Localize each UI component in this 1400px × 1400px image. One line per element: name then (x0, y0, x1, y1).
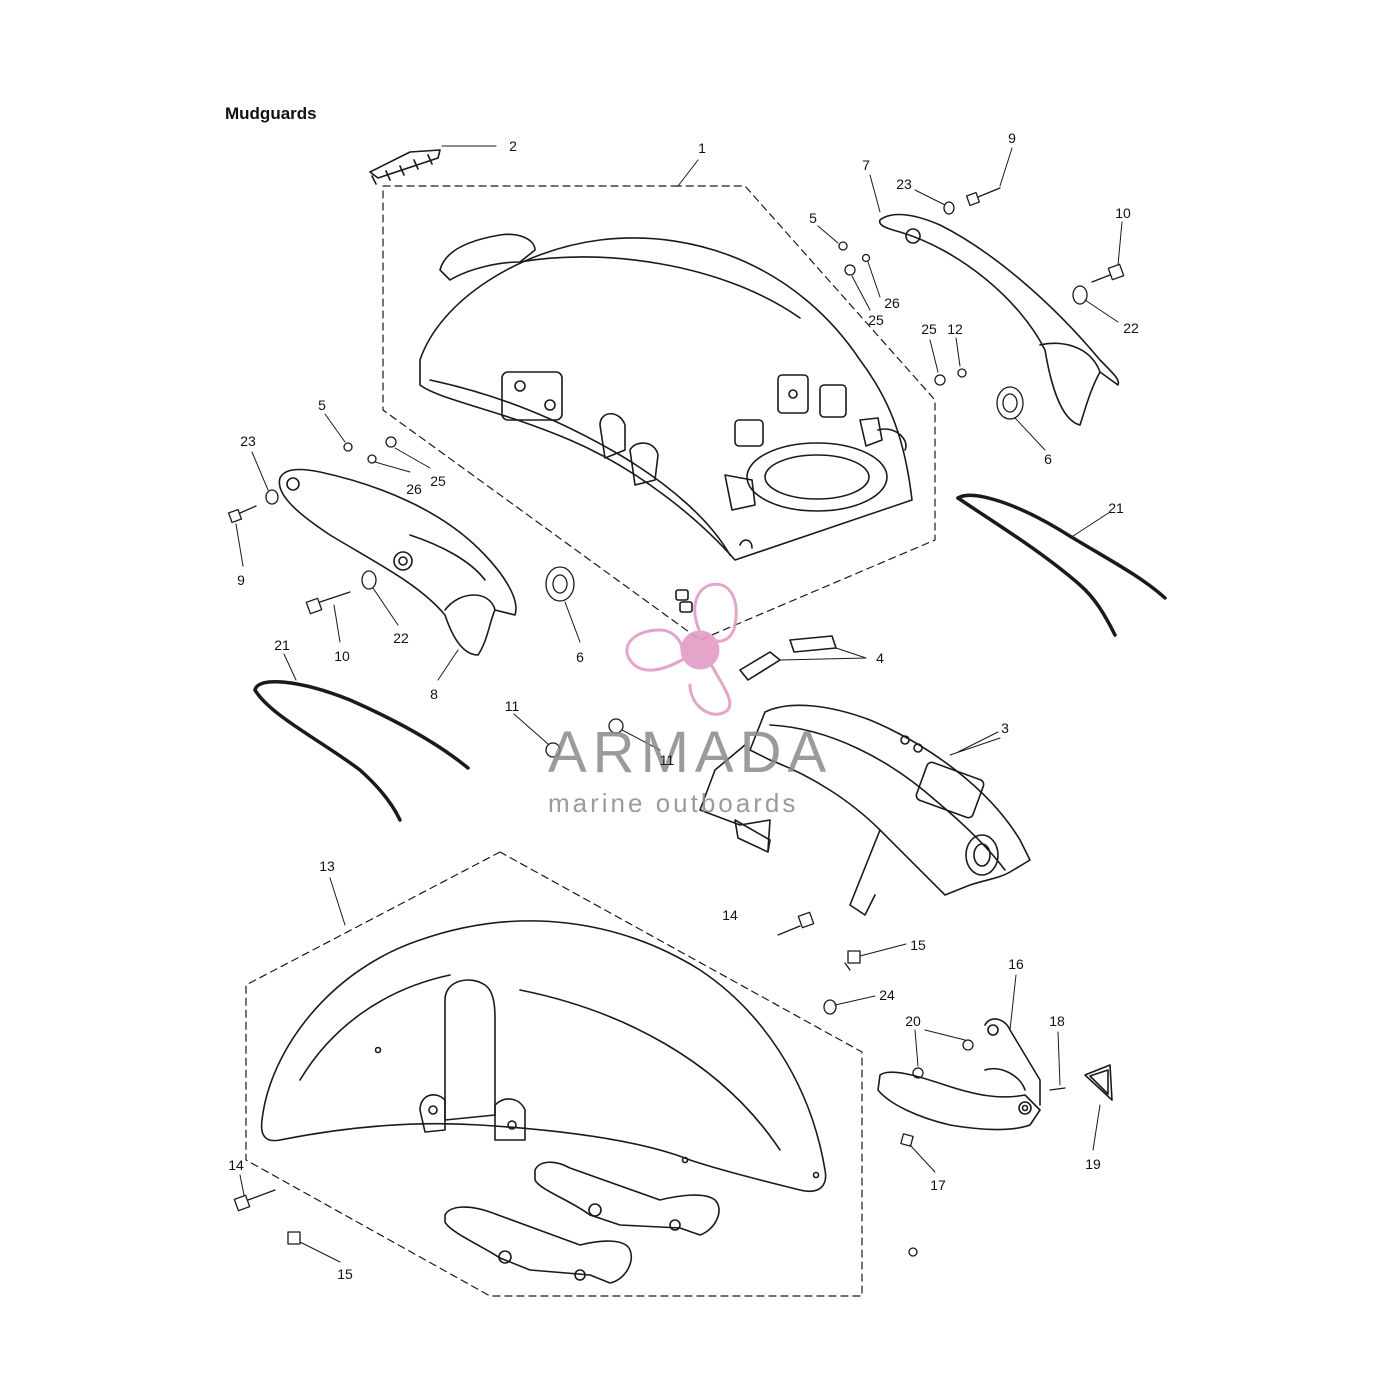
callout-6-left: 6 (576, 649, 584, 665)
diagram-title: Mudguards (225, 104, 317, 123)
callout-17: 17 (930, 1177, 946, 1193)
callout-9-left: 9 (237, 572, 245, 588)
callout-25-mid: 25 (921, 321, 937, 337)
watermark-tagline: marine outboards (548, 788, 799, 818)
callout-19: 19 (1085, 1156, 1101, 1172)
group-boundary-front (245, 851, 863, 1297)
callout-21-right: 21 (1108, 500, 1124, 516)
callout-9-right: 9 (1008, 130, 1016, 146)
callout-14-upper: 14 (722, 907, 738, 923)
callout-23-right: 23 (896, 176, 912, 192)
callout-12: 12 (947, 321, 963, 337)
grille-part (369, 145, 497, 185)
pads (675, 589, 867, 681)
callout-11-right: 11 (659, 752, 675, 768)
callout-6-right: 6 (1044, 451, 1052, 467)
rear-hugger (699, 704, 1031, 916)
callout-22-left: 22 (393, 630, 409, 646)
front-bracket-upper (534, 1161, 720, 1236)
right-strut (878, 213, 1120, 426)
rear-mudguard (419, 233, 913, 561)
callout-2: 2 (509, 138, 517, 154)
rubber-strip-right (956, 493, 1167, 637)
hardware (227, 187, 1125, 1257)
callout-14-lower: 14 (228, 1157, 244, 1173)
callout-18: 18 (1049, 1013, 1065, 1029)
callout-10-right: 10 (1115, 205, 1131, 221)
callout-1: 1 (698, 140, 706, 156)
callout-21-left: 21 (274, 637, 290, 653)
callout-26-right: 26 (884, 295, 900, 311)
front-bracket-lower (444, 1206, 632, 1284)
callout-10-left: 10 (334, 648, 350, 664)
callout-3: 3 (1001, 720, 1009, 736)
callout-11-left: 11 (504, 698, 520, 714)
callout-8: 8 (430, 686, 438, 702)
front-mudguard (260, 920, 827, 1192)
callout-16: 16 (1008, 956, 1024, 972)
callout-15-upper: 15 (910, 937, 926, 953)
callout-4: 4 (876, 650, 884, 666)
callout-25-left: 25 (430, 473, 446, 489)
callout-13: 13 (319, 858, 335, 874)
group-boundary-rear (382, 185, 936, 641)
propeller-logo-icon (625, 582, 738, 716)
callout-15-lower: 15 (337, 1266, 353, 1282)
leader-lines (235, 147, 1123, 1263)
left-strut (278, 468, 517, 656)
watermark-brand: ARMADA (548, 720, 833, 785)
rubber-strip-left (253, 680, 470, 822)
callout-25-right: 25 (868, 312, 884, 328)
reflector (1084, 1064, 1113, 1101)
callout-26-left: 26 (406, 481, 422, 497)
callout-20: 20 (905, 1013, 921, 1029)
reflector-bracket (877, 1018, 1041, 1131)
callout-24: 24 (879, 987, 895, 1003)
callout-23-left: 23 (240, 433, 256, 449)
callout-7: 7 (862, 157, 870, 173)
callout-5-left: 5 (318, 397, 326, 413)
callout-22-right: 22 (1123, 320, 1139, 336)
callout-5-right: 5 (809, 210, 817, 226)
